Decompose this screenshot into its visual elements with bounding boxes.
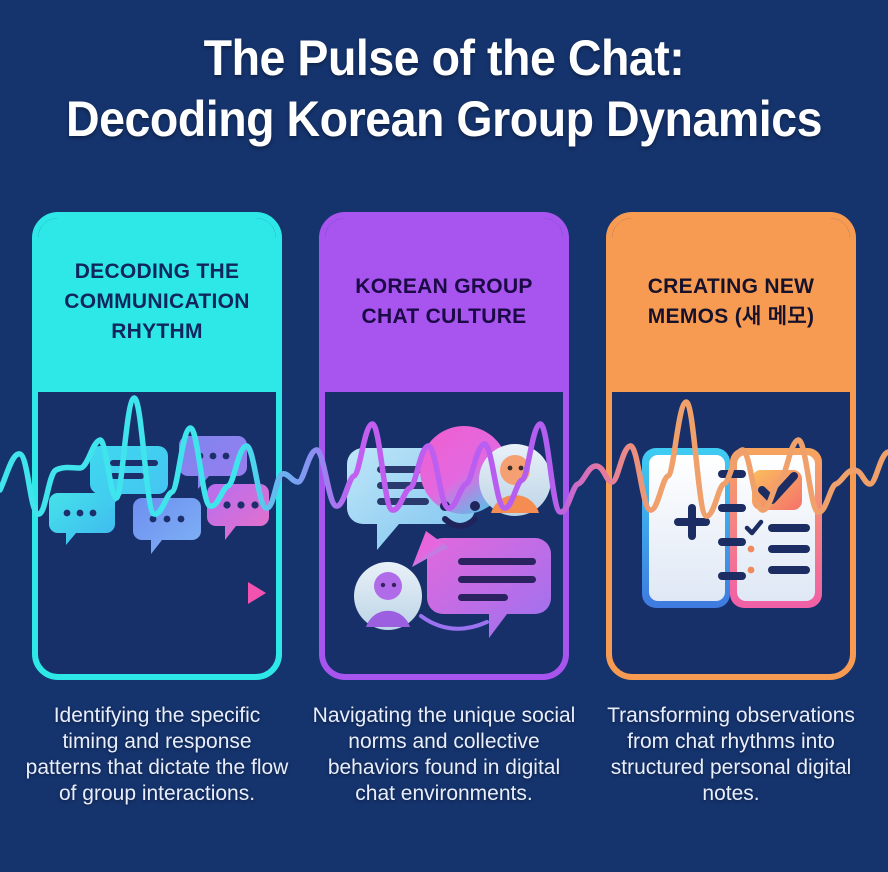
card-header-2: KOREAN GROUP CHAT CULTURE [325,218,563,392]
card-caption-3: Transforming observations from chat rhyt… [607,704,855,805]
card-creating-new-memos[interactable]: CREATING NEW MEMOS (새 메모) [606,212,856,680]
card-header-title-3: CREATING NEW MEMOS (새 메모) [647,275,815,328]
page-title: The Pulse of the Chat: Decoding Korean G… [31,28,857,150]
card-header-title-2: KOREAN GROUP CHAT CULTURE [355,275,533,328]
chat-bubbles-avatars-icon [347,426,551,638]
card-caption-2: Navigating the unique social norms and c… [312,704,576,805]
card-header-1: DECODING THE COMMUNICATION RHYTHM [38,218,276,392]
card-caption-1: Identifying the specific timing and resp… [25,704,289,805]
card-decoding-communication-rhythm[interactable]: DECODING THE COMMUNICATION RHYTHM [32,212,282,680]
page-title-line-1: The Pulse of the Chat: [203,30,685,86]
card-header-title-1: DECODING THE COMMUNICATION RHYTHM [64,260,250,343]
notebook-checklist-icon [642,448,822,608]
card-header-3: CREATING NEW MEMOS (새 메모) [612,218,850,392]
chat-bubbles-timeline-icon [43,436,269,629]
card-korean-group-chat-culture[interactable]: KOREAN GROUP CHAT CULTURE [319,212,569,680]
page-title-line-2: Decoding Korean Group Dynamics [65,91,823,147]
